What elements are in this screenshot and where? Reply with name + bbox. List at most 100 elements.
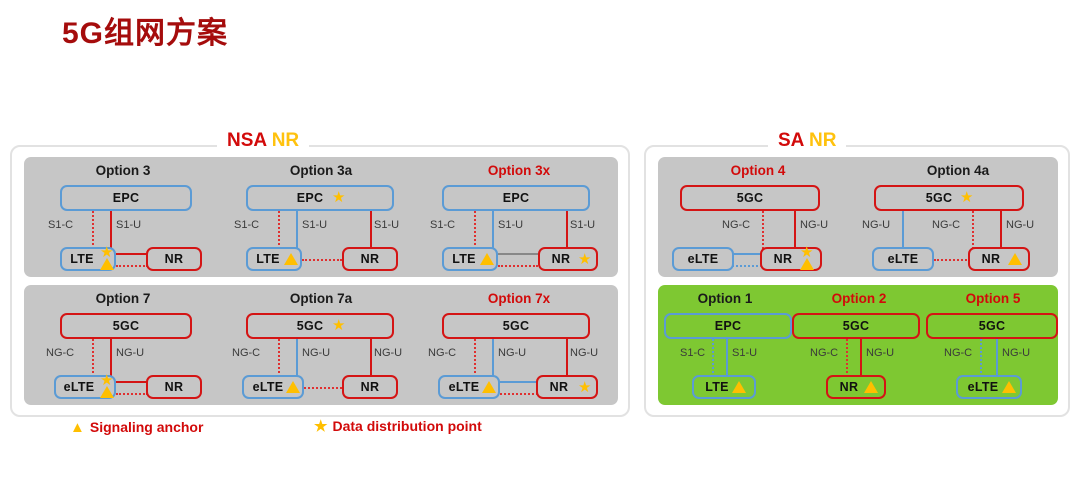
nsa-nr-group-title: NSA NR (217, 130, 310, 152)
link-lte-nr-dotted (302, 259, 342, 261)
option-3a-cell[interactable]: Option 3a EPC ★ S1-C S1-U S1-U LTE NR (222, 157, 420, 277)
option-4-cell[interactable]: Option 4 5GC NG-C NG-U eLTE NR ★ (658, 157, 858, 277)
option-3x-cell[interactable]: Option 3x EPC S1-C S1-U S1-U LTE NR ★ (420, 157, 618, 277)
node-nr[interactable]: NR (538, 247, 598, 271)
iface-ngu-label: NG-U (302, 347, 331, 359)
link-ngc (92, 339, 94, 377)
option-4a-cell[interactable]: Option 4a 5GC ★ NG-U NG-C NG-U eLTE NR (858, 157, 1058, 277)
option-7x-label: Option 7x (487, 291, 551, 306)
node-5gc[interactable]: 5GC (874, 185, 1024, 211)
page-title: 5G组网方案 (62, 17, 229, 50)
node-5gc[interactable]: 5GC (926, 313, 1058, 339)
link-ngu-nr (370, 339, 372, 377)
iface-s1u-label-2: S1-U (570, 219, 596, 231)
link-s1u (110, 211, 112, 249)
signaling-anchor-icon (864, 381, 878, 393)
link-ngu (110, 339, 112, 377)
nsa-panel-option7-row: Option 7 5GC NG-C NG-U eLTE ★ NR Option … (24, 285, 618, 405)
link-elte-nr-solid (116, 381, 148, 383)
signaling-anchor-icon (1002, 381, 1016, 393)
node-nr[interactable]: NR (968, 247, 1030, 271)
iface-ngc-label: NG-C (428, 347, 457, 359)
option-7x-cell[interactable]: Option 7x 5GC NG-C NG-U NG-U eLTE NR ★ (420, 285, 618, 405)
node-lte[interactable]: LTE (246, 247, 302, 271)
link-lte-nr-dotted (498, 265, 538, 267)
legend-signaling-label: Signaling anchor (89, 419, 204, 435)
node-epc[interactable]: EPC (246, 185, 394, 211)
data-distribution-point-icon: ★ (100, 244, 114, 261)
signaling-anchor-icon (286, 381, 300, 393)
link-ngc (972, 211, 974, 249)
node-epc[interactable]: EPC (442, 185, 590, 211)
node-elte[interactable]: eLTE (956, 375, 1022, 399)
signaling-anchor-icon (284, 253, 298, 265)
link-elte-nr-dotted (934, 259, 970, 261)
data-distribution-point-icon: ★ (578, 251, 592, 268)
option-7a-label: Option 7a (289, 291, 353, 306)
link-s1u-nr (370, 211, 372, 249)
node-lte[interactable]: LTE (692, 375, 756, 399)
option-1-cell[interactable]: Option 1 EPC S1-C S1-U LTE (658, 285, 792, 405)
link-ngu-nr (566, 339, 568, 377)
data-distribution-point-icon: ★ (314, 418, 328, 435)
signaling-anchor-icon: ▲ (70, 419, 85, 436)
link-ngu-elte (492, 339, 494, 377)
node-nr[interactable]: NR (146, 375, 202, 399)
iface-ngc-label: NG-C (932, 219, 961, 231)
node-elte[interactable]: eLTE (672, 247, 734, 271)
iface-ngu-label: NG-U (116, 347, 145, 359)
option-7a-cell[interactable]: Option 7a 5GC ★ NG-C NG-U NG-U eLTE NR (222, 285, 420, 405)
link-ngc (474, 339, 476, 377)
iface-ngu-label-2: NG-U (1006, 219, 1035, 231)
node-elte[interactable]: eLTE (242, 375, 304, 399)
option-5-cell[interactable]: Option 5 5GC NG-C NG-U eLTE (926, 285, 1060, 405)
link-elte-nr-dotted (116, 393, 148, 395)
iface-ngu-label: NG-U (1002, 347, 1031, 359)
link-elte-nr-dotted (304, 387, 342, 389)
option-5-label: Option 5 (965, 291, 1021, 306)
node-nr[interactable]: NR (826, 375, 886, 399)
option-3x-label: Option 3x (487, 163, 551, 178)
node-lte[interactable]: LTE (60, 247, 116, 271)
link-s1c (712, 339, 714, 377)
node-nr[interactable]: NR (146, 247, 202, 271)
node-epc[interactable]: EPC (664, 313, 792, 339)
nsa-title-part1: NSA (227, 130, 267, 151)
sa-nr-group-title: SA NR (768, 130, 847, 152)
node-nr[interactable]: NR (342, 375, 398, 399)
link-elte-nr-dotted (500, 393, 538, 395)
node-epc[interactable]: EPC (60, 185, 192, 211)
node-5gc[interactable]: 5GC (680, 185, 820, 211)
node-elte[interactable]: eLTE (438, 375, 500, 399)
iface-s1c-label: S1-C (48, 219, 74, 231)
option-4-label: Option 4 (730, 163, 786, 178)
node-5gc[interactable]: 5GC (792, 313, 920, 339)
data-distribution-point-icon: ★ (332, 317, 346, 334)
node-elte[interactable]: eLTE (872, 247, 934, 271)
link-ngc (278, 339, 280, 377)
node-lte[interactable]: LTE (442, 247, 498, 271)
node-5gc[interactable]: 5GC (246, 313, 394, 339)
iface-ngc-label: NG-C (944, 347, 973, 359)
iface-ngc-label: NG-C (232, 347, 261, 359)
option-2-cell[interactable]: Option 2 5GC NG-C NG-U NR (792, 285, 926, 405)
iface-s1u-label: S1-U (498, 219, 524, 231)
node-nr[interactable]: NR (536, 375, 598, 399)
node-nr[interactable]: NR (760, 247, 822, 271)
link-elte-nr-solid (732, 253, 762, 255)
node-5gc[interactable]: 5GC (60, 313, 192, 339)
node-elte[interactable]: eLTE (54, 375, 116, 399)
legend-item-data-distribution-point: ★Data distribution point (314, 417, 482, 435)
nsa-title-part2: NR (271, 130, 300, 151)
link-s1c (92, 211, 94, 249)
node-5gc[interactable]: 5GC (442, 313, 590, 339)
link-lte-nr-solid (498, 253, 538, 255)
signaling-anchor-icon (482, 381, 496, 393)
signaling-anchor-icon (100, 258, 114, 270)
option-7-cell[interactable]: Option 7 5GC NG-C NG-U eLTE ★ NR (24, 285, 222, 405)
link-elte-nr-dotted (732, 265, 762, 267)
option-3-cell[interactable]: Option 3 EPC S1-C S1-U LTE ★ NR (24, 157, 222, 277)
iface-ngu-label: NG-U (866, 347, 895, 359)
node-nr[interactable]: NR (342, 247, 398, 271)
iface-ngu-label-2: NG-U (374, 347, 403, 359)
